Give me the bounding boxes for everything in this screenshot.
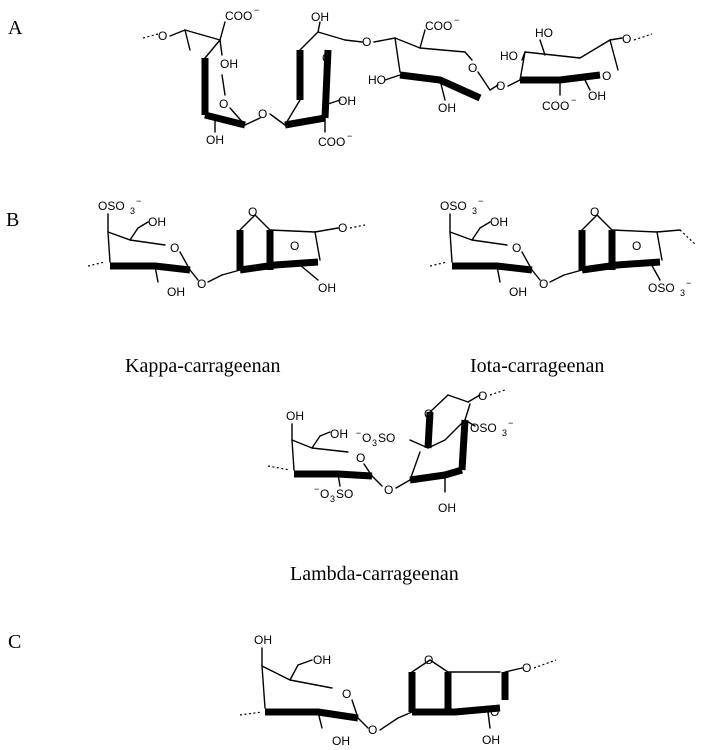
- alginate-ring-2: OH O OH COO − O: [269, 10, 371, 149]
- iota-oh-2: OH: [509, 285, 527, 299]
- svg-text:−: −: [314, 484, 319, 494]
- lambda-so-2: SO: [378, 431, 395, 445]
- panel-a: A O COO − OH O OH O: [8, 5, 653, 149]
- panel-b-letter: B: [6, 209, 19, 231]
- panel-b: B OSO 3 − OH O OH O O: [6, 196, 697, 585]
- alginate-linkage-o-3: O: [362, 35, 371, 49]
- lambda-oh-4: OH: [286, 409, 304, 423]
- svg-text:3: 3: [372, 438, 377, 448]
- lambda-o3so-2: O: [362, 431, 371, 445]
- svg-text:−: −: [454, 15, 459, 25]
- lambda-oso3: OSO: [470, 421, 497, 435]
- panel-c: C OH OH O OH O O O O OH: [8, 631, 557, 748]
- iota-oso3-2: OSO: [648, 281, 675, 295]
- alginate-ring-o-2: O: [322, 51, 331, 65]
- iota-ring-o-1: O: [512, 241, 521, 255]
- alginate-linkage-o-2: O: [258, 107, 267, 121]
- alginate-ring-3: COO − HO OH O O: [368, 15, 505, 115]
- kappa-bridge-o: O: [248, 205, 257, 219]
- agarose-ring-o-2: O: [490, 705, 499, 719]
- alginate-coo-3: COO: [425, 19, 452, 33]
- kappa-oh-3: OH: [318, 281, 336, 295]
- kappa-linkage-o: O: [197, 277, 206, 291]
- iota-oh-6: OH: [490, 215, 508, 229]
- iota-linkage-o: O: [539, 277, 548, 291]
- kappa-caption: Kappa-carrageenan: [125, 355, 280, 377]
- lambda-caption: Lambda-carrageenan: [290, 563, 459, 585]
- lambda-ring-o-1: O: [356, 451, 365, 465]
- svg-text:3: 3: [502, 428, 507, 438]
- alginate-ho-2: HO: [500, 49, 518, 63]
- agarose-bridge-o: O: [424, 653, 433, 667]
- alginate-ring-o-4: O: [602, 69, 611, 83]
- alginate-coo-1: COO: [225, 9, 252, 23]
- kappa-oso3: OSO: [98, 199, 125, 213]
- alginate-oh-2: OH: [206, 133, 224, 147]
- alginate-ring-o-3: O: [468, 61, 477, 75]
- svg-text:−: −: [347, 131, 352, 141]
- agarose-linkage-o-2: O: [522, 661, 531, 675]
- panel-c-letter: C: [8, 631, 21, 653]
- kappa-oh-2: OH: [167, 285, 185, 299]
- alginate-oh-1: OH: [220, 57, 238, 71]
- iota-oso3-1: OSO: [440, 199, 467, 213]
- kappa-ring-o-1: O: [170, 241, 179, 255]
- alginate-oh-3: OH: [311, 10, 329, 24]
- lambda-linkage-o: O: [384, 483, 393, 497]
- svg-text:−: −: [254, 5, 259, 15]
- kappa-carrageenan-structure: OSO 3 − OH O OH O O O: [87, 196, 366, 377]
- alginate-oh-6: OH: [588, 89, 606, 103]
- kappa-linkage-o-2: O: [338, 221, 347, 235]
- agarose-oh-4: OH: [254, 633, 272, 647]
- kappa-oh-6: OH: [148, 215, 166, 229]
- alginate-coo-2: COO: [318, 135, 345, 149]
- svg-text:−: −: [136, 196, 141, 206]
- svg-text:−: −: [571, 95, 576, 105]
- lambda-o3so-1: O: [320, 487, 329, 501]
- svg-text:−: −: [686, 278, 691, 288]
- iota-carrageenan-structure: OSO 3 − OH O OH O O O: [429, 196, 697, 377]
- alginate-ring-o-1: O: [219, 97, 228, 111]
- svg-text:−: −: [478, 196, 483, 206]
- alginate-ho-3: HO: [535, 26, 553, 40]
- iota-ring-o-2: O: [632, 239, 641, 253]
- alginate-oh-5: OH: [438, 101, 456, 115]
- lambda-so-1: SO: [336, 487, 353, 501]
- lambda-oh-2: OH: [438, 501, 456, 515]
- panel-a-letter: A: [8, 17, 23, 39]
- svg-text:−: −: [356, 428, 361, 438]
- agarose-linkage-o: O: [368, 723, 377, 737]
- alginate-oh-4: OH: [338, 94, 356, 108]
- alginate-linkage-o-4: O: [496, 79, 505, 93]
- iota-caption: Iota-carrageenan: [470, 355, 604, 377]
- lambda-ring-o-2: O: [424, 407, 433, 421]
- lambda-linkage-o-2: O: [478, 389, 487, 403]
- svg-text:3: 3: [472, 206, 477, 216]
- alginate-linkage-o-5: O: [622, 32, 631, 46]
- alginate-ring-4: HO HO COO − OH O O: [500, 26, 653, 113]
- svg-text:3: 3: [680, 288, 685, 298]
- agarose-oh-3: OH: [482, 733, 500, 747]
- svg-text:−: −: [508, 418, 513, 428]
- iota-bridge-o: O: [590, 205, 599, 219]
- agarose-oh-6: OH: [313, 653, 331, 667]
- svg-text:3: 3: [130, 206, 135, 216]
- agarose-ring-o-1: O: [342, 687, 351, 701]
- lambda-carrageenan-structure: OH OH O − O 3 SO O OH: [267, 389, 513, 585]
- kappa-ring-o-2: O: [290, 239, 299, 253]
- alginate-ring-1: O COO − OH O OH O: [142, 5, 267, 147]
- svg-text:3: 3: [330, 494, 335, 504]
- lambda-oh-6: OH: [330, 427, 348, 441]
- alginate-coo-4: COO: [542, 99, 569, 113]
- agarose-oh-2: OH: [332, 734, 350, 748]
- alginate-ho-1: HO: [368, 73, 386, 87]
- alginate-linkage-o-1: O: [158, 29, 167, 43]
